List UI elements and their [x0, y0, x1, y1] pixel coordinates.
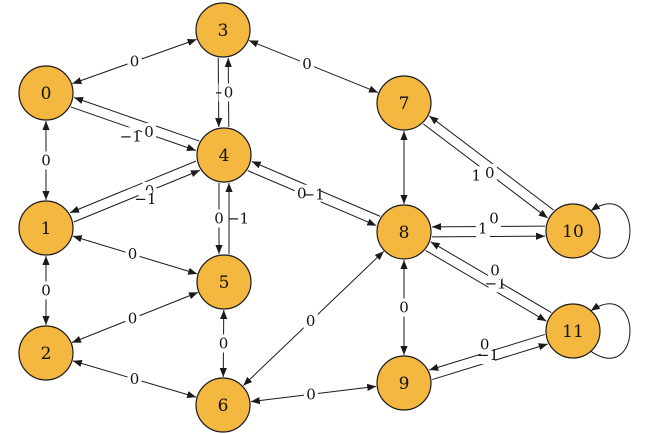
edge-label-bg	[306, 185, 321, 204]
edge-label-1-2: 0	[41, 282, 51, 300]
node-label: 6	[218, 396, 229, 416]
edge-10-self-loop	[590, 202, 631, 259]
node-6: 6	[195, 377, 251, 433]
node-label: 2	[41, 344, 52, 364]
edge-11-self-loop	[590, 302, 631, 359]
edge-4-1	[69, 160, 197, 214]
edge-label-bg	[482, 164, 497, 183]
node-7: 7	[376, 75, 432, 131]
edge-label-11-8: 0	[490, 261, 500, 279]
edge-label-5-4: −1	[227, 210, 249, 228]
edge-4-0	[73, 97, 200, 142]
edge-label-bg	[142, 123, 157, 142]
edge-label-bg	[231, 209, 245, 228]
node-circle	[376, 75, 432, 131]
edge-label-8-4: −1	[303, 185, 325, 203]
edge-label-1-4: −1	[134, 190, 156, 208]
node-9: 9	[376, 355, 432, 411]
node-label: 1	[41, 219, 52, 239]
node-10: 10	[545, 203, 601, 259]
edge-label-4-0: 0	[144, 123, 154, 141]
node-circle	[376, 355, 432, 411]
edge-label-bg	[303, 312, 318, 331]
node-label: 10	[562, 222, 584, 242]
edge-label-11-9: 0	[480, 336, 490, 354]
node-circle	[196, 127, 252, 183]
node-circle	[18, 325, 74, 381]
edge-label-bg	[127, 52, 142, 71]
edge-label-10-7: 0	[485, 164, 495, 182]
edge-label-bg	[125, 309, 140, 328]
edge-label-bg	[221, 83, 236, 102]
edge-label-bg	[39, 281, 53, 300]
edge-label-bg	[487, 209, 502, 228]
node-1: 1	[18, 200, 74, 256]
node-label: 0	[41, 84, 52, 104]
node-0: 0	[18, 65, 74, 121]
node-label: 9	[399, 374, 410, 394]
edge-label-bg	[212, 209, 226, 228]
node-circle	[195, 377, 251, 433]
edge-label-bg	[477, 335, 492, 354]
node-label: 4	[219, 146, 230, 166]
edge-label-bg	[127, 370, 142, 388]
edge-label-6-8: 0	[306, 312, 316, 330]
node-circle	[196, 254, 252, 310]
edge-label-4-5: 0	[214, 210, 224, 228]
edge-label-bg	[123, 127, 138, 146]
edge-label-bg	[475, 219, 490, 238]
node-5: 5	[196, 254, 252, 310]
edge-label-1-5: 0	[128, 245, 138, 263]
node-label: 5	[219, 273, 230, 293]
node-8: 8	[376, 204, 432, 260]
edge-label-0-1: 0	[41, 152, 51, 170]
edge-label-2-5: 0	[128, 310, 138, 328]
node-circle	[195, 2, 251, 58]
edge-10-7	[429, 115, 555, 211]
node-circle	[18, 65, 74, 121]
edge-label-bg	[303, 385, 318, 404]
edge-label-bg	[488, 261, 503, 280]
edges-layer	[42, 38, 631, 405]
node-circle	[545, 203, 601, 259]
node-label: 3	[218, 21, 229, 41]
edge-label-10-8: 0	[489, 209, 499, 227]
edge-label-4-8: 0	[297, 185, 307, 203]
edge-label-bg	[294, 184, 309, 203]
edge-label-bg	[125, 245, 140, 264]
node-circle	[376, 204, 432, 260]
node-label: 7	[399, 94, 410, 114]
edge-label-0-4: −1	[120, 127, 142, 145]
node-circle	[18, 200, 74, 256]
edge-label-bg	[300, 54, 315, 73]
node-4: 4	[196, 127, 252, 183]
node-label: 8	[399, 223, 410, 243]
node-3: 3	[195, 2, 251, 58]
node-label: 11	[562, 322, 584, 342]
edge-label-bg	[39, 151, 53, 170]
edge-label-0-3: 0	[130, 53, 140, 71]
edge-label-bg	[216, 334, 231, 353]
edge-1-4	[73, 169, 201, 223]
edge-label-8-9: 0	[399, 299, 409, 317]
edge-label-8-10: 1	[478, 220, 488, 238]
edge-label-2-6: 0	[130, 370, 140, 388]
edge-label-4-3: 0	[224, 83, 234, 101]
node-11: 11	[545, 303, 601, 359]
node-2: 2	[18, 325, 74, 381]
edge-label-bg	[469, 166, 484, 185]
edge-label-3-7: 0	[302, 55, 312, 73]
edge-label-6-9: 0	[306, 385, 316, 403]
edge-label-7-10: 1	[472, 166, 482, 184]
edge-label-5-6: 0	[219, 335, 229, 353]
edge-label-bg	[397, 298, 411, 317]
node-circle	[545, 303, 601, 359]
edge-label-bg	[138, 190, 153, 209]
edge-8-11	[425, 250, 547, 322]
